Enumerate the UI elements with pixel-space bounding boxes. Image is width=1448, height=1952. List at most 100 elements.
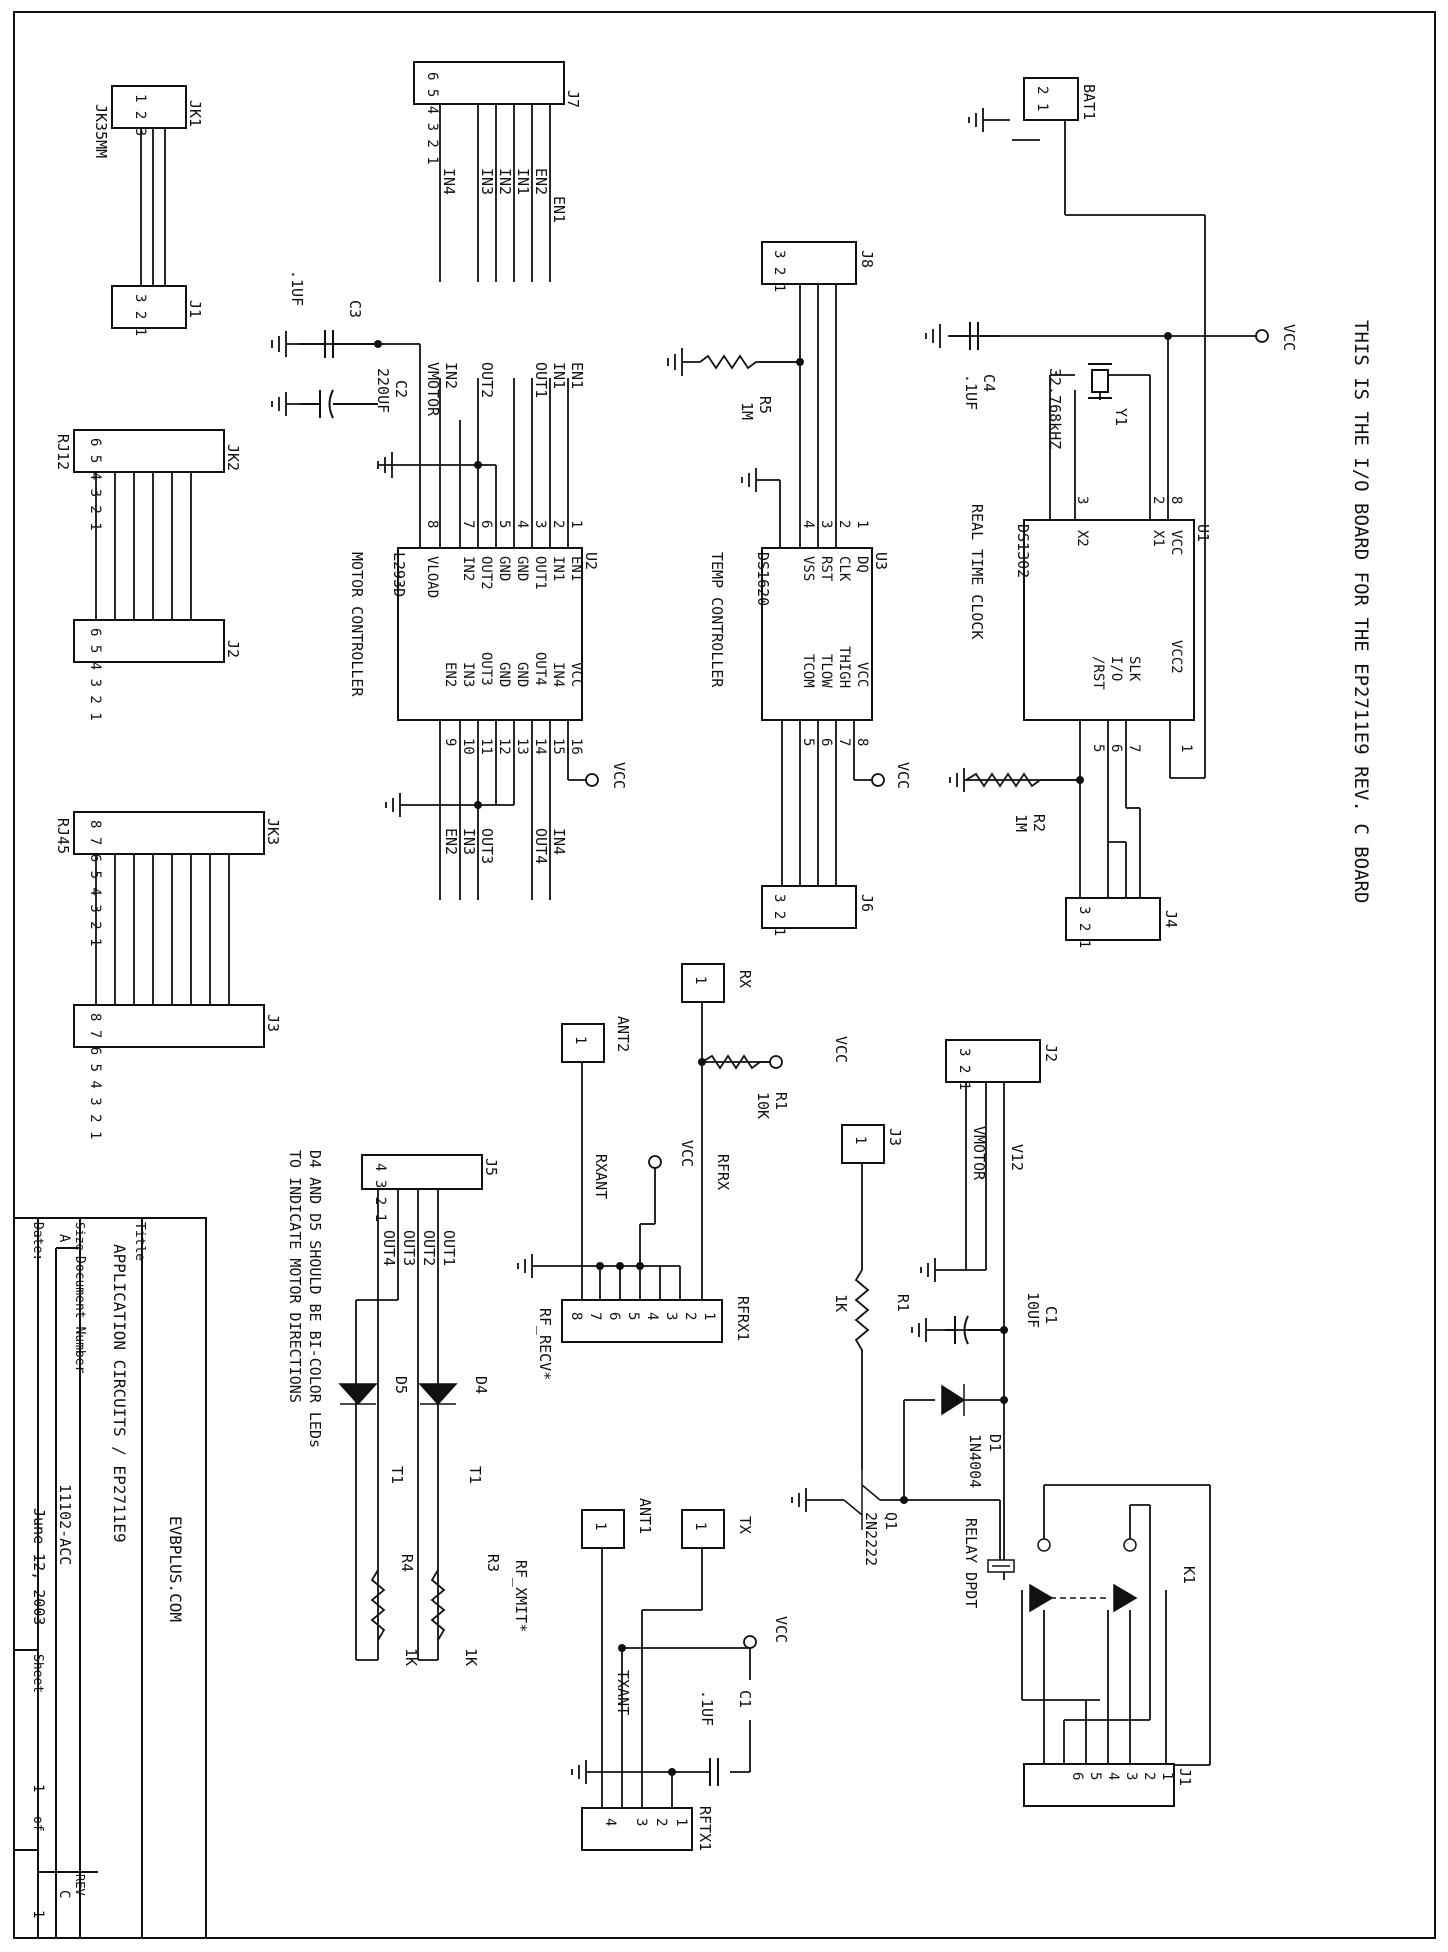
ant2-pin: 1 [572, 1036, 588, 1044]
u2-net-out4: OUT4 [532, 828, 550, 864]
tb-title: APPLICATION CIRCUITS / EP2711E9 [110, 1244, 129, 1543]
u2-name-out1: OUT1 [532, 556, 548, 590]
rfrx1-pin-7: 7 [587, 1312, 603, 1320]
u3-name-vss: VSS [800, 556, 816, 581]
tx-pin: 1 [692, 1522, 708, 1530]
r1a-vcc-label: VCC [832, 1036, 850, 1063]
component-boxes [73, 61, 1195, 1851]
tb-of: 1 [30, 1910, 46, 1918]
d4-label: D4 [472, 1376, 490, 1394]
c1b-label: C1 [736, 1690, 754, 1708]
u2-pin-11: 11 [478, 738, 494, 755]
t1-label-b: T1 [388, 1466, 406, 1484]
u1-desc: REAL TIME CLOCK [968, 504, 986, 639]
j2a-label: J2 [224, 640, 242, 658]
r4-label: R4 [398, 1554, 416, 1572]
u2-net-in3: IN3 [460, 828, 478, 855]
u1-name-vcc: VCC [1168, 530, 1184, 555]
j7-net-1: EN1 [550, 196, 568, 223]
u1-name-io: I/O [1108, 656, 1124, 681]
j3a-label: J3 [264, 1014, 282, 1032]
r5-value: 1M [738, 402, 756, 420]
d1-label: D1 [986, 1434, 1004, 1452]
rf-recv-label: RF_RECV* [536, 1308, 554, 1380]
v12-label: V12 [1008, 1144, 1026, 1171]
tb-title-label: Title [132, 1222, 147, 1261]
j7-net-5: IN3 [478, 168, 496, 195]
u1-pin-8: 8 [1168, 496, 1184, 504]
r2-value: 1M [1012, 814, 1030, 832]
j1b-pin-5: 5 [1087, 1772, 1103, 1780]
u2-name-in2: IN2 [460, 556, 476, 581]
u2-net-out2: OUT2 [478, 362, 496, 398]
u2-part: L293D [390, 552, 408, 597]
c1a-label: C1 [1042, 1306, 1060, 1324]
u1-pin-2: 2 [1150, 496, 1166, 504]
c1b-value: .1UF [698, 1690, 716, 1726]
jk2-type: RJ12 [54, 434, 72, 470]
note-line-2: TO INDICATE MOTOR DIRECTIONS [286, 1150, 304, 1403]
u1-pin-1: 1 [1178, 744, 1194, 752]
j3a-pins: 8 7 6 5 4 3 2 1 [87, 1013, 103, 1139]
tb-sheet-label: Sheet [30, 1654, 45, 1693]
t1-label-a: T1 [466, 1466, 484, 1484]
u1-name-x1: X1 [1150, 530, 1166, 547]
bat1-label: BAT1 [1080, 84, 1098, 120]
rxant-label: RXANT [592, 1154, 610, 1199]
u3-name-vcc: VCC [854, 662, 870, 687]
u2-net-vmotor: VMOTOR [424, 362, 442, 417]
jk3-type: RJ45 [54, 818, 72, 854]
r2-label: R2 [1030, 814, 1048, 832]
u3-name-rst: RST [818, 556, 834, 582]
j8-pins: 3 2 1 [771, 250, 787, 292]
u2-pin-13: 13 [514, 738, 530, 755]
board-title: THIS IS THE I/O BOARD FOR THE EP2711E9 R… [1350, 320, 1372, 903]
jk2-pins: 6 5 4 3 2 1 [87, 438, 103, 531]
u2-pin-2: 2 [550, 520, 566, 528]
u2-vcc-label: VCC [610, 762, 628, 789]
u1-name-slk: SLK [1126, 656, 1142, 682]
rftx1-pin-1: 1 [673, 1818, 689, 1826]
u1-name-vcc2: VCC2 [1168, 640, 1184, 674]
d1-part: 1N4004 [966, 1434, 984, 1488]
j4-label: J4 [1162, 910, 1180, 928]
u2-name-gnd-d: GND [496, 662, 512, 687]
ant2-label: ANT2 [614, 1016, 632, 1052]
note-line-1: D4 AND D5 SHOULD BE BI-COLOR LEDs [306, 1150, 324, 1448]
tb-sheet: 1 [30, 1784, 46, 1792]
r3-value: 1K [462, 1648, 480, 1666]
u2-pin-5: 5 [496, 520, 512, 528]
rf-xmit-label: RF_XMIT* [512, 1560, 530, 1632]
u3-pin-6: 6 [818, 738, 834, 746]
tx-vcc-label: VCC [772, 1616, 790, 1643]
u1-pin-3: 3 [1074, 496, 1090, 504]
rfrx1-pin-8: 8 [568, 1312, 584, 1320]
jk1-type: JK35MM [92, 104, 110, 158]
u3-vcc-label: VCC [894, 762, 912, 789]
j3b-pin: 1 [852, 1136, 868, 1144]
k1-label: K1 [1180, 1566, 1198, 1584]
u2-name-vcc: VCC [568, 662, 584, 687]
jk3-pins: 8 7 6 5 4 3 2 1 [87, 820, 103, 946]
u3-pin-7: 7 [836, 738, 852, 746]
u2-pin-7: 7 [460, 520, 476, 528]
u2-name-out3: OUT3 [478, 652, 494, 686]
c2-value: 220UF [374, 368, 392, 413]
u3-pin-5: 5 [800, 738, 816, 746]
c3-label: C3 [346, 300, 364, 318]
j7-label: J7 [564, 90, 582, 108]
u2-name-gnd-b: GND [496, 556, 512, 581]
u2-name-vload: VLOAD [424, 556, 440, 598]
rftx1-pin-2: 2 [653, 1818, 669, 1826]
j2a-pins: 6 5 4 3 2 1 [87, 628, 103, 721]
y1-label: Y1 [1112, 408, 1130, 426]
rx-pin: 1 [692, 976, 708, 984]
u3-label: U3 [872, 552, 890, 570]
title-block [13, 1217, 207, 1939]
ant1-label: ANT1 [636, 1498, 654, 1534]
u2-name-en1: EN1 [568, 556, 584, 581]
j1a-label: J1 [186, 300, 204, 318]
u2-name-en2: EN2 [442, 662, 458, 687]
tb-date-label: Date: [30, 1222, 45, 1261]
